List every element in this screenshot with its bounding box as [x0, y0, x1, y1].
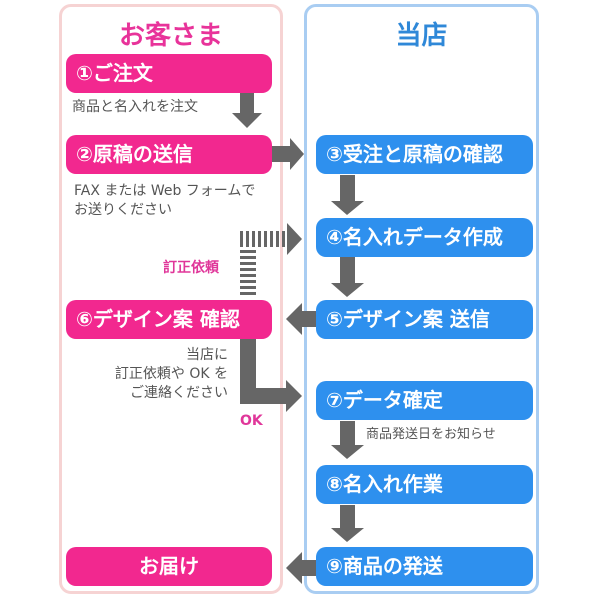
note-send-line2: お送りください — [74, 202, 172, 218]
customer-column-title: お客さま — [118, 21, 223, 51]
shop-column-title: 当店 — [395, 21, 448, 51]
note-send: FAX または Web フォームで お送りください — [74, 182, 255, 220]
note-confirm-line1: 当店に — [186, 347, 228, 363]
note-ship-date: 商品発送日をお知らせ — [366, 427, 496, 442]
step-order: ①ご注文 — [66, 54, 272, 93]
arrow-receive-to-create — [331, 175, 364, 215]
step-shipping-label: ⑨商品の発送 — [326, 554, 443, 578]
arrow-send-to-receive — [272, 138, 304, 170]
label-revision: 訂正依頼 — [163, 260, 219, 276]
step-send-design: ⑤デザイン案 送信 — [316, 300, 533, 339]
step-confirm-design-label: ⑥デザイン案 確認 — [76, 307, 240, 331]
note-confirm-line2: 訂正依頼や OK を — [114, 366, 228, 382]
step-send-manuscript: ②原稿の送信 — [66, 135, 272, 174]
note-confirm-line3: ご連絡ください — [130, 385, 228, 401]
arrow-ok-to-finalize — [240, 338, 302, 412]
arrow-create-to-send-design — [331, 257, 364, 297]
step-order-label: ①ご注文 — [76, 61, 153, 85]
step-create-data-label: ④名入れデータ作成 — [326, 225, 503, 249]
step-send-design-label: ⑤デザイン案 送信 — [326, 307, 490, 331]
arrow-finalize-to-work — [331, 421, 364, 459]
label-ok: OK — [240, 413, 263, 429]
step-engraving: ⑧名入れ作業 — [316, 465, 533, 504]
note-confirm: 当店に 訂正依頼や OK を ご連絡ください — [115, 346, 228, 403]
arrow-order-to-send — [232, 92, 262, 128]
step-finalize-data: ⑦データ確定 — [316, 381, 533, 420]
note-order: 商品と名入れを注文 — [72, 99, 198, 115]
step-send-manuscript-label: ②原稿の送信 — [76, 142, 193, 166]
step-receive-check: ③受注と原稿の確認 — [316, 135, 533, 174]
step-engraving-label: ⑧名入れ作業 — [326, 472, 443, 496]
step-create-data: ④名入れデータ作成 — [316, 218, 533, 257]
step-delivery-label: お届け — [139, 554, 199, 578]
arrow-revision-dashed — [240, 223, 302, 295]
step-confirm-design: ⑥デザイン案 確認 — [66, 300, 272, 339]
arrow-design-to-customer — [286, 303, 318, 335]
arrow-work-to-ship — [331, 505, 364, 542]
step-delivery: お届け — [66, 547, 272, 586]
step-shipping: ⑨商品の発送 — [316, 547, 533, 586]
note-send-line1: FAX または Web フォームで — [74, 183, 256, 199]
arrow-ship-to-delivery — [286, 552, 318, 584]
step-receive-check-label: ③受注と原稿の確認 — [326, 142, 503, 166]
step-finalize-data-label: ⑦データ確定 — [326, 388, 443, 412]
